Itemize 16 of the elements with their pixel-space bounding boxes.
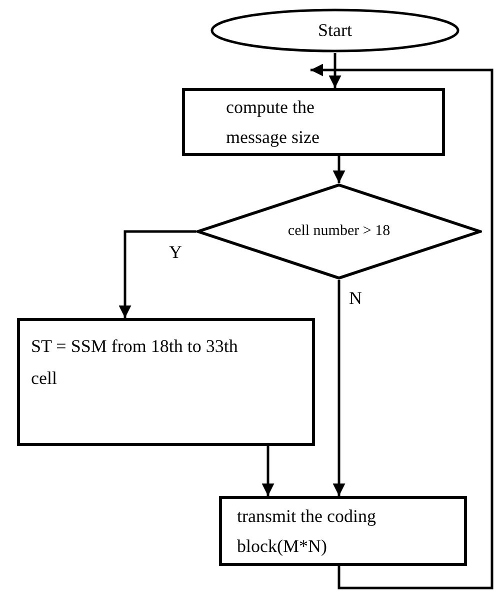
- process-box: [17, 318, 315, 446]
- process-box: [182, 88, 445, 156]
- node-text: Start: [318, 19, 352, 42]
- node-text: ST = SSM from 18th to 33th cell: [31, 335, 239, 390]
- node-text: compute the message size: [226, 96, 320, 149]
- start-terminal: [210, 8, 460, 53]
- arrow: [118, 230, 196, 318]
- arrow: [310, 64, 494, 590]
- node-text: transmit the coding block(M*N): [237, 505, 377, 558]
- process-box: [219, 496, 467, 566]
- node-text: cell number > 18: [288, 222, 390, 242]
- arrow: [332, 280, 346, 496]
- arrow: [262, 446, 274, 496]
- decision-diamond: [196, 183, 482, 280]
- arrow: [332, 156, 346, 183]
- arrow: [328, 53, 342, 88]
